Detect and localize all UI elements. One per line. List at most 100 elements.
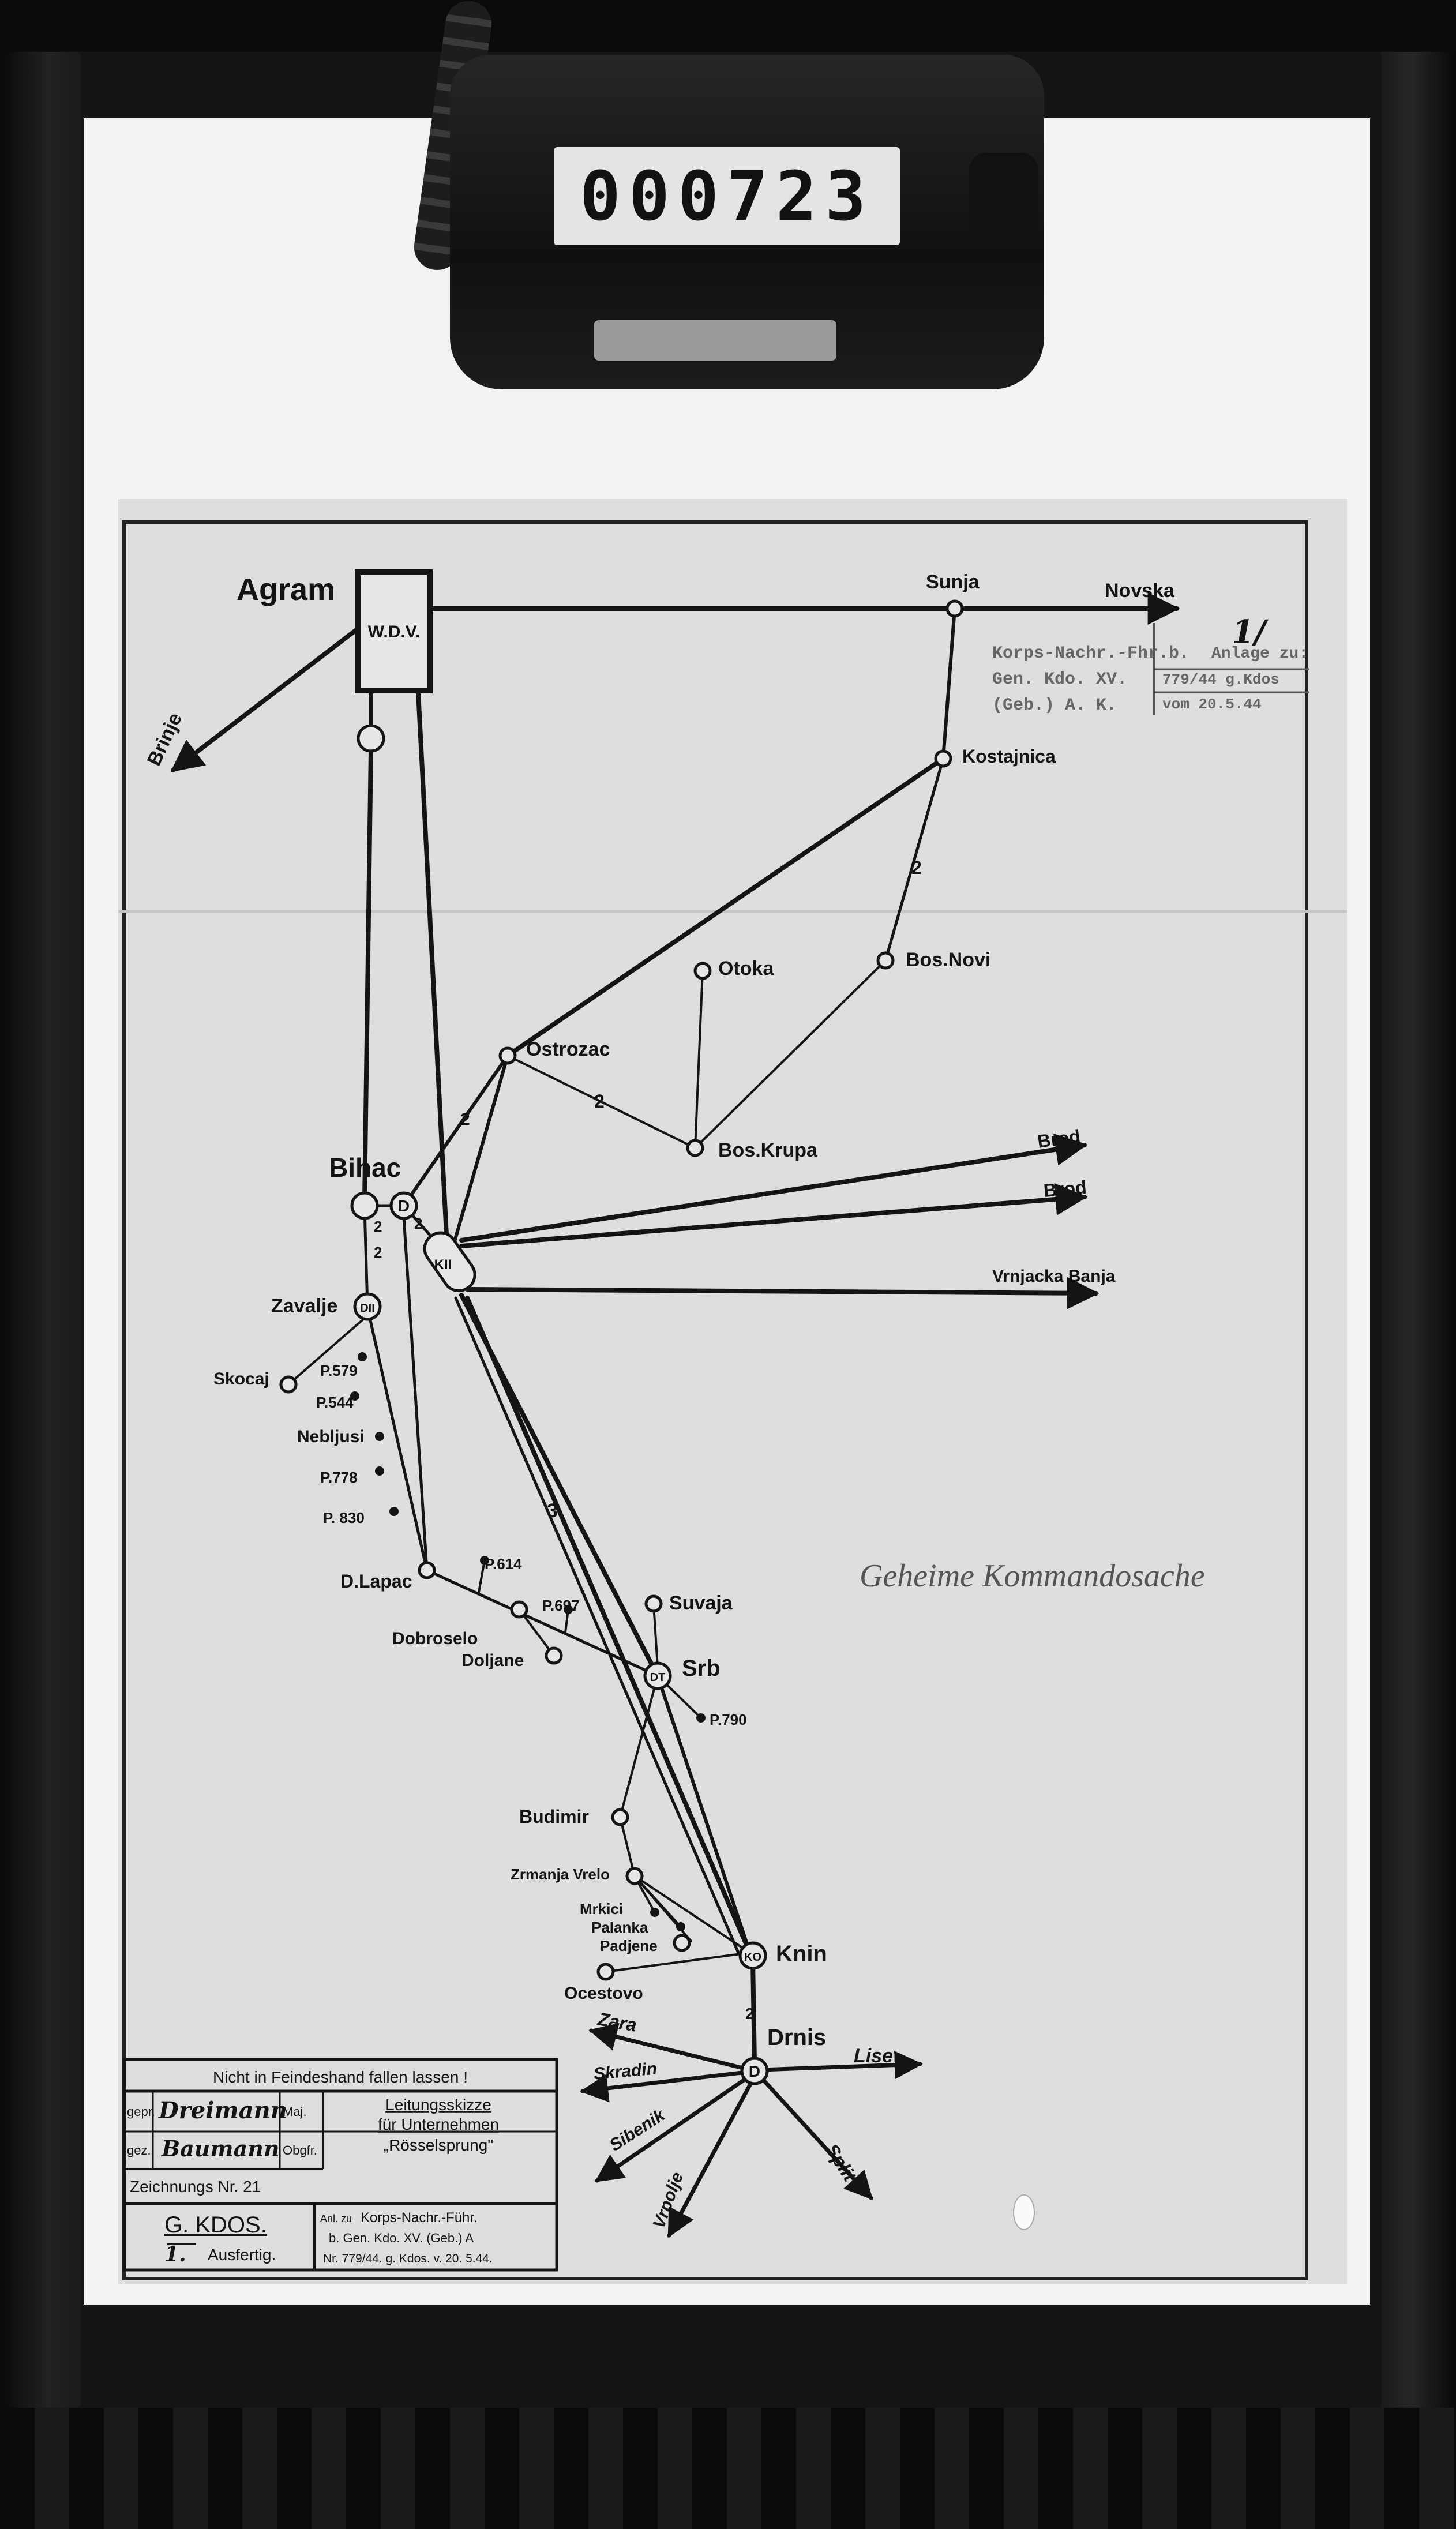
node-doljane	[545, 1646, 563, 1665]
line-drnis-lise	[759, 2051, 923, 2080]
wdv-box	[355, 569, 433, 693]
gkdos-mark: G. KDOS.	[164, 2212, 267, 2238]
ref-line-1: Korps-Nachr.-Führ.	[361, 2210, 478, 2226]
label-dobroselo: Dobroselo	[392, 1629, 478, 1648]
node-bihac-d	[389, 1191, 418, 1220]
point-p790	[696, 1713, 706, 1723]
point-palanka	[676, 1922, 685, 1931]
count-ostrozac-krupa: 2	[594, 1091, 605, 1112]
label-p790: P.790	[710, 1711, 747, 1728]
node-dobroselo	[510, 1600, 528, 1619]
stamp-right-1: Anlage zu:	[1211, 645, 1308, 663]
line-kii-brod2	[459, 1183, 1088, 1248]
film-border-right	[1381, 52, 1456, 2408]
label-knin: Knin	[776, 1941, 827, 1967]
title-block-frame	[122, 2058, 558, 2272]
line-repeater-bihac	[362, 748, 373, 1201]
node-srb	[643, 1661, 672, 1690]
line-drnis-zara	[588, 2023, 752, 2072]
map-sheet	[118, 499, 1347, 2284]
line-ocestovo-knin	[605, 1952, 751, 1973]
nodes	[279, 569, 964, 2085]
label-sunja: Sunja	[926, 571, 980, 593]
line-drnis-vrpolje	[667, 2077, 755, 2238]
label-boskrupa: Bos.Krupa	[718, 1139, 818, 1161]
label-ostrozac: Ostrozac	[526, 1038, 610, 1060]
point-p778	[375, 1466, 384, 1476]
label-p778: P.778	[320, 1469, 358, 1486]
point-p544	[350, 1391, 359, 1401]
label-otoka: Otoka	[718, 958, 774, 980]
ref-line-3: Nr. 779/44. g. Kdos. v. 20. 5.44.	[323, 2252, 493, 2265]
line-ostrozac-bihac	[402, 1054, 509, 1207]
drawing-number: Zeichnungs Nr. 21	[130, 2178, 261, 2196]
line-ostrozac-kii	[448, 1054, 509, 1259]
label-p579: P.579	[320, 1362, 358, 1379]
paper-hole	[1013, 2194, 1035, 2230]
label-nebljusi: Nebljusi	[297, 1427, 365, 1446]
node-skocaj	[279, 1375, 298, 1394]
gez-signature: Baumann	[161, 2136, 279, 2162]
film-edge-top	[0, 0, 1456, 52]
counter-knob	[969, 153, 1038, 251]
mark-zavalje-dii: DII	[360, 1302, 375, 1315]
node-otoka	[693, 962, 712, 980]
count-knin-drnis: 2	[745, 2005, 755, 2023]
point-p579	[358, 1352, 367, 1361]
line-dlapac-srb	[425, 1569, 659, 1678]
point-p830	[389, 1507, 399, 1516]
line-bihac-zavalje	[363, 1207, 369, 1308]
node-ocestovo	[596, 1963, 615, 1981]
line-zavalje-skocaj	[287, 1317, 366, 1386]
title-line-2: für Unternehmen	[378, 2115, 499, 2133]
line-network	[170, 592, 1180, 2238]
count-bihac-zavalje: 2	[374, 1244, 382, 1261]
line-p614	[478, 1559, 486, 1593]
survey-points	[350, 1352, 706, 1931]
label-skocaj: Skocaj	[213, 1369, 269, 1389]
title-warning: Nicht in Feindeshand fallen lassen !	[213, 2068, 468, 2086]
line-budimir-zrmanja	[619, 1816, 636, 1877]
line-otoka-krupa	[694, 970, 704, 1149]
node-boskrupa	[686, 1139, 704, 1157]
line-wdv-kii	[416, 690, 449, 1248]
label-brinje: Brinje	[143, 710, 186, 769]
gepr-signature: Dreimann	[158, 2097, 287, 2124]
gepr-label: gepr.	[127, 2104, 155, 2119]
secret-stamp: Geheime Kommandosache	[860, 1558, 1205, 1594]
label-budimir: Budimir	[519, 1806, 589, 1827]
line-wdv-brinje	[170, 626, 360, 772]
counter-nameplate	[594, 320, 836, 361]
label-vrpolje: Vrpolje	[650, 2170, 688, 2231]
point-mrkici	[650, 1908, 659, 1917]
line-zrmanja-knin	[633, 1875, 751, 1954]
mark-d-bihac: D	[398, 1197, 410, 1215]
label-ocestovo: Ocestovo	[564, 1984, 643, 2003]
line-srb-knin	[656, 1674, 752, 1954]
gez-label: gez.	[127, 2143, 151, 2157]
ref-line-2: b. Gen. Kdo. XV. (Geb.) A	[329, 2231, 474, 2245]
line-knin-drnis	[750, 1959, 757, 2065]
reference-stamp: Korps-Nachr.-Fhr.b. Gen. Kdo. XV. (Geb.)…	[992, 613, 1309, 715]
node-suvaja	[644, 1594, 663, 1613]
title-block	[122, 2058, 558, 2272]
node-zrmanja	[625, 1867, 644, 1885]
stamp-left-3: (Geb.) A. K.	[992, 696, 1117, 715]
line-bosnovi-krupa	[694, 959, 887, 1149]
frame-counter-device: 000723	[450, 55, 1044, 389]
line-drnis-split	[759, 2076, 873, 2200]
mark-srb-dt: DT	[650, 1671, 666, 1684]
film-border-left	[0, 52, 81, 2408]
wdv-label: W.D.V.	[368, 622, 421, 641]
gepr-rank: Maj.	[283, 2104, 307, 2119]
stamp-left-2: Gen. Kdo. XV.	[992, 670, 1127, 689]
node-kii	[423, 1231, 476, 1293]
stamp-right-3: vom 20.5.44	[1162, 696, 1262, 713]
node-kostajnica	[934, 749, 952, 768]
line-kii-brod1	[459, 1133, 1088, 1243]
count-bihac-a: 2	[374, 1218, 382, 1235]
node-bosnovi	[876, 951, 895, 970]
mark-kii: KII	[434, 1257, 452, 1273]
line-drnis-sibenik	[594, 2074, 751, 2183]
